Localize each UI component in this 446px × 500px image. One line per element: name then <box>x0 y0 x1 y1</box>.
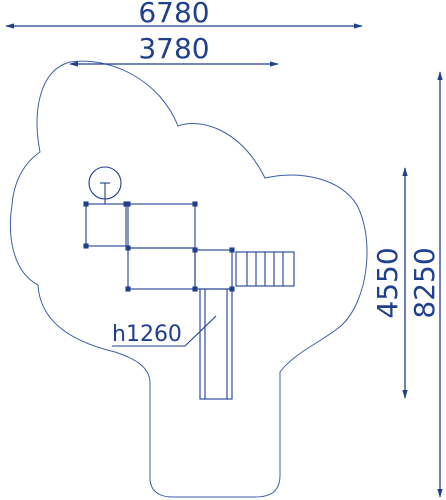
slide-height-callout: h1260 <box>112 315 217 347</box>
dimension-structure-width: 3780 <box>69 32 279 67</box>
connecting-deck <box>192 247 235 292</box>
dimension-overall-width: 6780 <box>5 0 363 29</box>
steering-wheel-icon <box>88 166 122 204</box>
slide <box>199 288 233 400</box>
overall-width-label: 6780 <box>138 0 209 29</box>
slide-height-label: h1260 <box>112 322 182 347</box>
safety-zone-outline <box>9 60 368 498</box>
overall-depth-label: 8250 <box>408 247 441 318</box>
platform-main <box>125 201 198 251</box>
structure-depth-label: 4550 <box>371 247 404 318</box>
dimension-overall-depth: 8250 <box>408 71 443 498</box>
stairs <box>235 251 295 287</box>
structure-width-label: 3780 <box>138 32 209 65</box>
platform-small <box>83 201 129 249</box>
platform-lower <box>125 247 196 292</box>
dimension-structure-depth: 4550 <box>371 167 408 399</box>
